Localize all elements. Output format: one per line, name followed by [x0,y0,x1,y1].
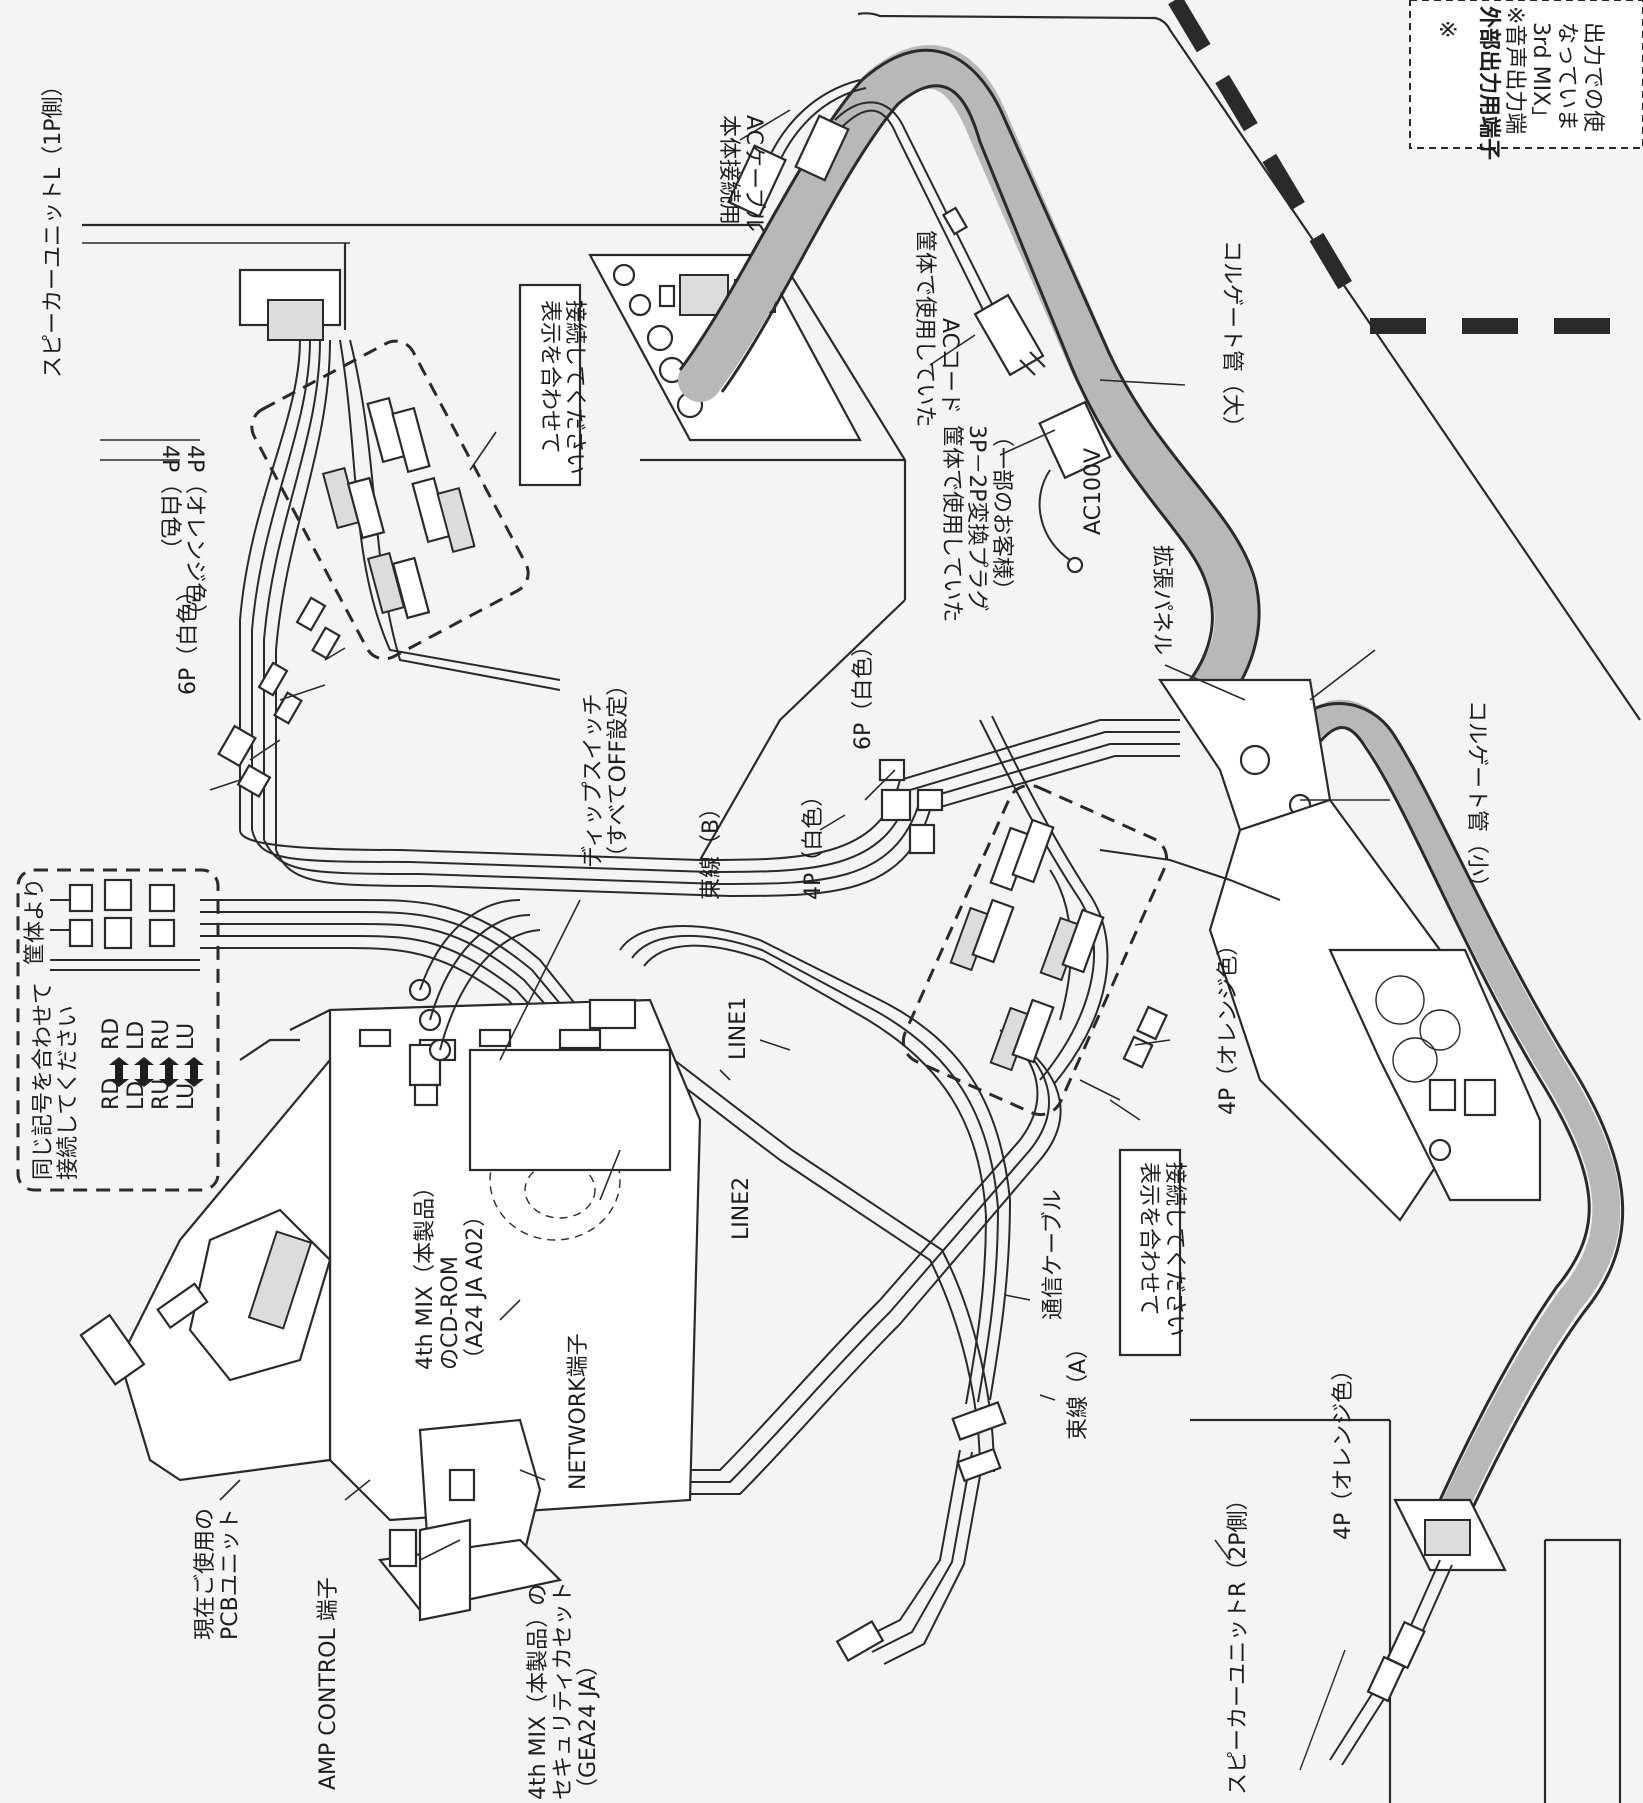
from-cabinet-label: 筐体より [23,877,48,965]
match-1-line-1: 表示を合わせて [537,300,562,454]
plug-label-3: （一部のお客様） [989,425,1014,601]
cdrom-label-2: のCD-ROM [438,1256,463,1370]
speaker-right-unit [1329,1498,1507,1766]
cabinet-outline [82,12,1641,1803]
plug-label-1: 筐体で使用していた [939,425,964,622]
external-output-note: ※ 外部出力用端子 ※音声出力端 3rd MIX」 なっていま 出力での使 [1409,0,1643,160]
pcb-label-2: PCBユニット [218,1508,243,1640]
same-symbol-label-2: 接続してください [56,1005,81,1180]
pair-right-lu: LU [174,1023,199,1050]
comm-cable-label: 通信ケーブル [1041,1189,1066,1320]
same-symbol-label-1: 同じ記号を合わせて [31,982,56,1180]
match-2-line-2: 接続してください [1162,1162,1187,1337]
ac-cord-label-1: 筐体で使用していた [912,230,937,427]
corrugate-tube-large [678,45,1261,722]
corrugate-tube-small [1286,699,1625,1554]
con-4p-orange-mid: 4P（オレンジ色） [1216,934,1241,1115]
left-rca-connectors [217,396,476,799]
ac-cable-label-1: 本体接続用 [716,115,741,225]
con-4p-orange-right: 4P（オレンジ色） [1331,1359,1356,1540]
diagram-labels: スピーカーユニットL（1P側） スピーカーユニットR（2P側） 本体接続用 AC… [23,74,1489,1800]
match-2-line-1: 表示を合わせて [1136,1162,1161,1316]
bundle-a-label: 束線（A） [1066,1337,1091,1440]
con-4p-white-left: 4P（白色） [157,445,182,560]
expansion-panel [1157,678,1442,1222]
pair-left-lu: LU [174,1083,199,1110]
note-line-1: ※音声出力端 [1502,6,1527,134]
speaker-right-label: スピーカーユニットR（2P側） [1226,1488,1251,1795]
cdrom-label-1: 4th MIX（本製品） [413,1176,438,1370]
bundle-b-label: 束線（B） [699,797,724,900]
ac100v-label: AC100V [1081,448,1106,535]
security-label-3: （GEA24 JA） [576,1654,601,1800]
leader-lines [209,109,1390,1561]
harness-bundles [200,715,1281,1665]
corrugate-large-label: コルゲート管（大） [1219,240,1244,438]
match-callout-2: 表示を合わせて 接続してください [1118,1148,1187,1357]
note-title: 外部出力用端子 [1476,6,1502,160]
line2-label: LINE2 [729,1177,754,1240]
pcb-label-1: 現在ご使用の [193,1508,218,1640]
security-label-1: 4th MIX（本製品）の [526,1584,551,1800]
note-line-2: 3rd MIX」 [1528,22,1553,128]
cabinet-connectors [16,868,220,1192]
pair-arrows [109,1057,204,1087]
cdrom-label-3: （A24 JA A02） [463,1205,488,1370]
match-callout-1: 表示を合わせて 接続してください [518,283,587,487]
note-line-4: 出力での使 [1580,22,1605,132]
ac-cable [727,79,1046,377]
con-4p-white-right: 4P（白色） [801,785,826,900]
note-line-3: なっていま [1554,22,1579,131]
line1-label: LINE1 [726,997,751,1060]
left-match-dashed-region [250,339,530,661]
conversion-plug [1038,400,1112,574]
cabinet-boundary-dashed [1168,0,1643,334]
ac-cable-label-2: ACケーブル [741,115,766,232]
note-mark: ※ [1434,20,1459,38]
right-match-dashed-region [901,783,1169,1117]
pair-right-ld: LD [124,1021,149,1050]
security-label-2: セキュリティカセット [551,1581,576,1800]
network-label: NETWORK端子 [566,1333,591,1490]
dip-switch-label-2: （すべてOFF設定） [606,674,631,868]
corrugate-small-label: コルゲート管（小） [1464,700,1489,898]
expansion-panel-label: 拡張パネル [1149,545,1174,655]
dip-switch-label-1: ディップスイッチ [581,694,606,868]
pair-right-rd: RD [99,1018,124,1050]
match-1-line-2: 接続してください [562,300,587,475]
speaker-left-unit [238,268,561,850]
speaker-left-label: スピーカーユニットL（1P側） [41,74,66,378]
pcb-unit [79,899,702,1522]
ac-cord-label-2: ACコード [937,318,962,414]
con-6p-white-left: 6P（白色） [176,580,201,695]
plug-label-2: 3P－2P変換プラグ [964,425,989,612]
pair-right-ru: RU [149,1019,174,1050]
amp-control-label: AMP CONTROL 端子 [316,1577,341,1790]
con-4p-orange-left: 4P（オレンジ色） [182,445,207,626]
right-rca-connectors [878,758,1169,1072]
con-6p-white-right: 6P（白色） [851,635,876,750]
right-cabinet-panel [1328,948,1542,1202]
